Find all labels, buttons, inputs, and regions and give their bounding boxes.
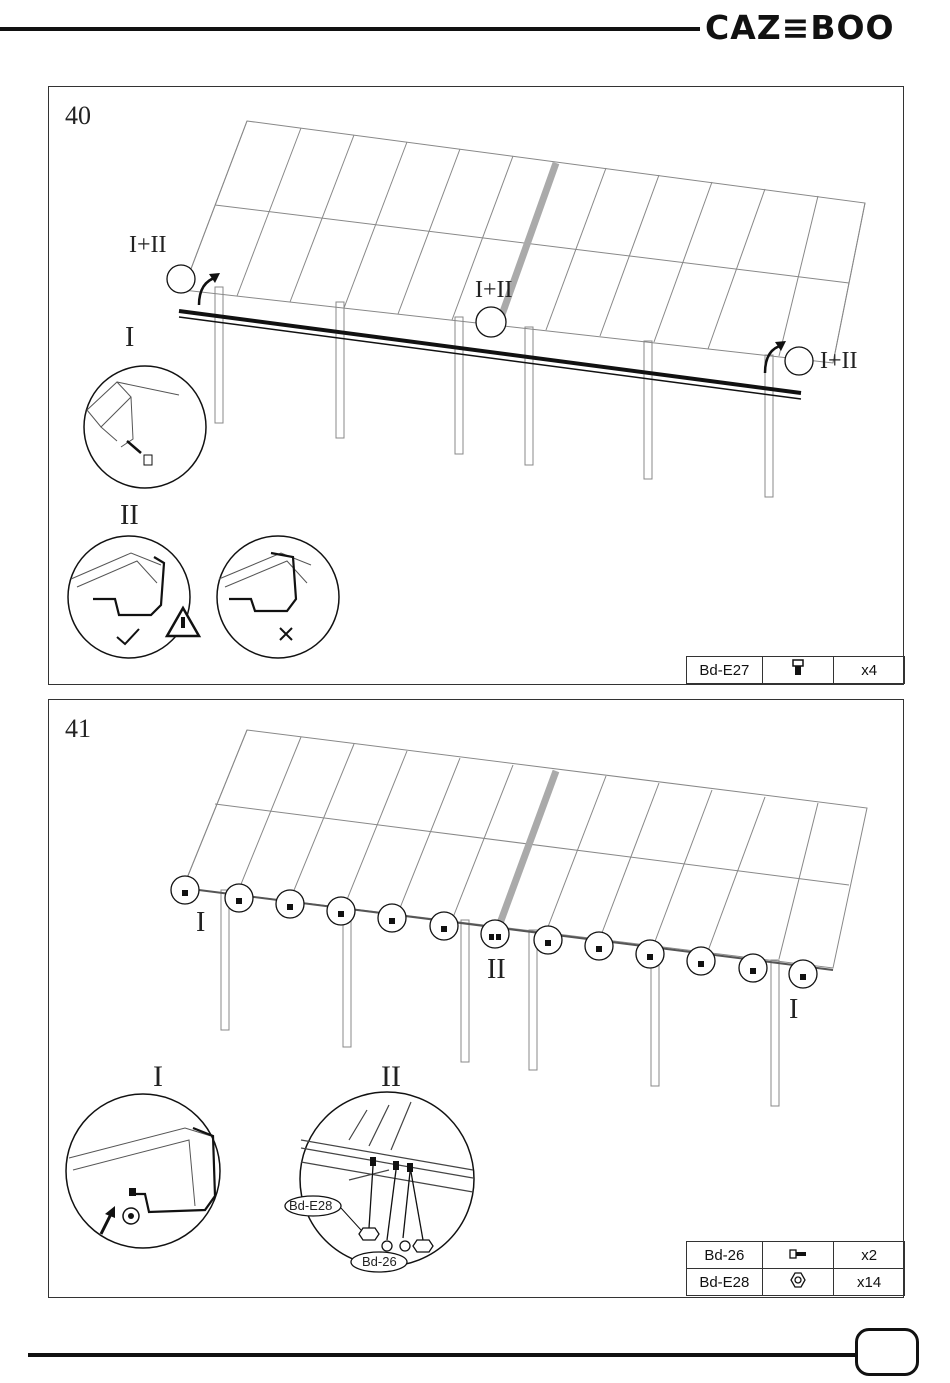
parts-row: Bd-E28 x14 [687,1269,905,1296]
callout-label-right: I+II [820,348,858,375]
detail-II-bolt-label: Bd-26 [362,1254,397,1269]
bolt-icon [762,1242,834,1269]
step-41-illustration [49,700,905,1299]
step-41-panel: 41 [48,699,904,1298]
part-qty: x4 [834,657,905,684]
page-number-box [855,1328,919,1376]
part-code: Bd-26 [687,1242,763,1269]
parts-row: Bd-E27 x4 [687,657,905,684]
detail-II-nut-label: Bd-E28 [289,1198,332,1213]
callout-label-left: I+II [129,232,167,259]
part-code: Bd-E27 [687,657,763,684]
part-code: Bd-E28 [687,1269,763,1296]
callout-label-right: I [789,994,798,1026]
step-40-panel: 40 [48,86,904,685]
callout-label-middle: II [487,954,506,986]
header-rule [0,27,700,31]
detail-II-label: II [381,1060,401,1094]
callout-label-middle: I+II [475,277,513,304]
part-qty: x2 [834,1242,905,1269]
step-40-illustration [49,87,905,686]
brand-logo: CAZ≡BOO [705,8,895,47]
detail-I-label: I [153,1060,163,1094]
footer-rule [28,1353,858,1357]
bolt-icon [762,657,834,684]
parts-table: Bd-26 x2 Bd-E28 x14 [686,1241,905,1296]
detail-I-label: I [125,322,134,354]
detail-II-label: II [120,500,139,532]
parts-row: Bd-26 x2 [687,1242,905,1269]
nut-icon [762,1269,834,1296]
parts-table: Bd-E27 x4 [686,656,905,684]
part-qty: x14 [834,1269,905,1296]
callout-label-left: I [196,907,205,939]
